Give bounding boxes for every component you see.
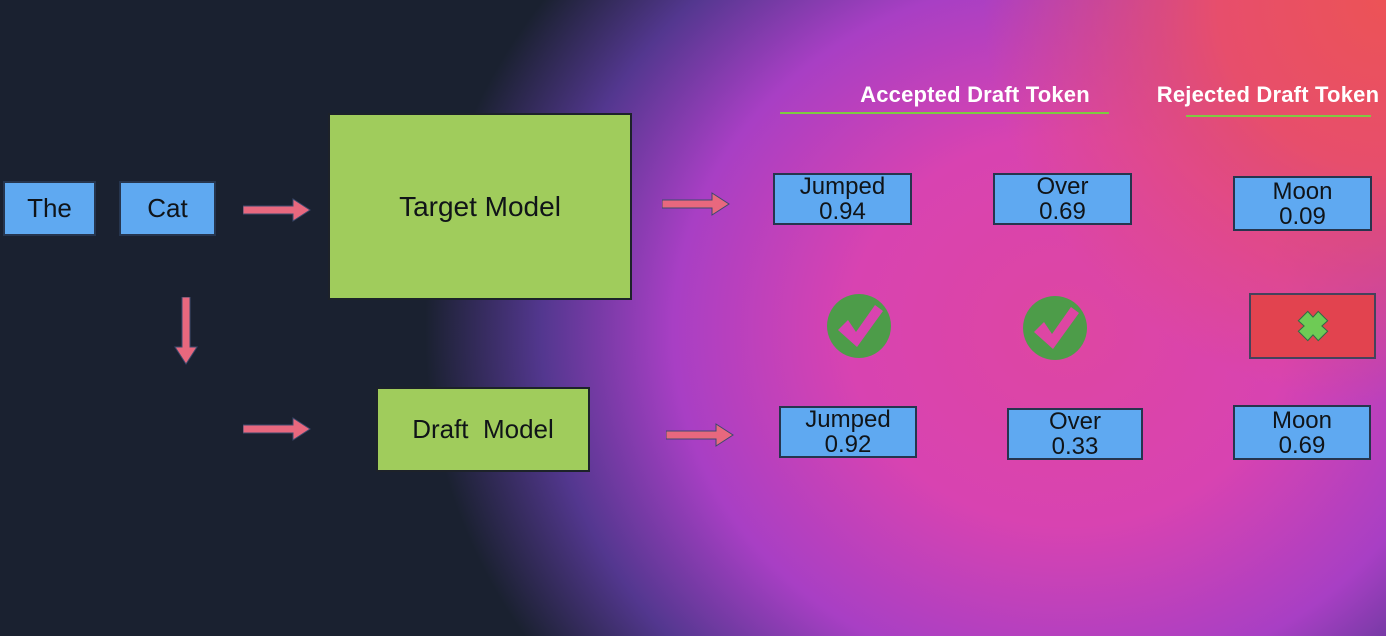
arrow-down-icon <box>174 297 198 365</box>
draft-output-jumped: Jumped 0.92 <box>779 406 917 458</box>
target-model-box: Target Model <box>328 113 632 300</box>
draft-output-moon: Moon 0.69 <box>1233 405 1371 460</box>
arrow-right-icon <box>243 417 311 441</box>
input-token-cat: Cat <box>119 181 216 236</box>
token-probability: 0.69 <box>1039 198 1086 225</box>
token-label: Jumped <box>805 406 891 433</box>
draft-model-box: Draft Model <box>376 387 590 472</box>
token-probability: 0.94 <box>819 198 866 225</box>
token-label: Moon <box>1271 406 1333 434</box>
token-label: Jumped <box>799 173 886 200</box>
rejected-header-underline <box>1186 115 1371 117</box>
accepted-draft-token-header: Accepted Draft Token <box>860 82 1090 107</box>
input-token-the-label: The <box>27 193 72 223</box>
token-probability: 0.33 <box>1051 433 1099 460</box>
target-output-jumped: Jumped 0.94 <box>773 173 912 225</box>
token-probability: 0.09 <box>1279 202 1326 230</box>
arrow-right-icon <box>243 198 311 222</box>
target-output-moon: Moon 0.09 <box>1233 176 1372 231</box>
rejected-mark-box <box>1249 293 1376 359</box>
check-circle-icon <box>1023 296 1088 360</box>
token-probability: 0.69 <box>1278 431 1326 459</box>
arrow-right-icon <box>666 423 734 447</box>
draft-model-label: Draft Model <box>412 414 554 444</box>
rejected-draft-token-header: Rejected Draft Token <box>1156 82 1380 107</box>
target-output-over: Over 0.69 <box>993 173 1132 225</box>
input-token-cat-label: Cat <box>147 193 188 223</box>
token-label: Over <box>1048 408 1101 435</box>
check-circle-icon <box>827 294 892 358</box>
arrow-right-icon <box>662 192 730 216</box>
target-model-label: Target Model <box>399 190 561 222</box>
token-label: Moon <box>1272 177 1333 205</box>
input-token-the: The <box>3 181 96 236</box>
cross-icon <box>1297 310 1328 342</box>
token-label: Over <box>1036 173 1089 200</box>
token-probability: 0.92 <box>824 431 872 458</box>
accepted-header-underline <box>780 112 1109 114</box>
draft-output-over: Over 0.33 <box>1007 408 1143 460</box>
